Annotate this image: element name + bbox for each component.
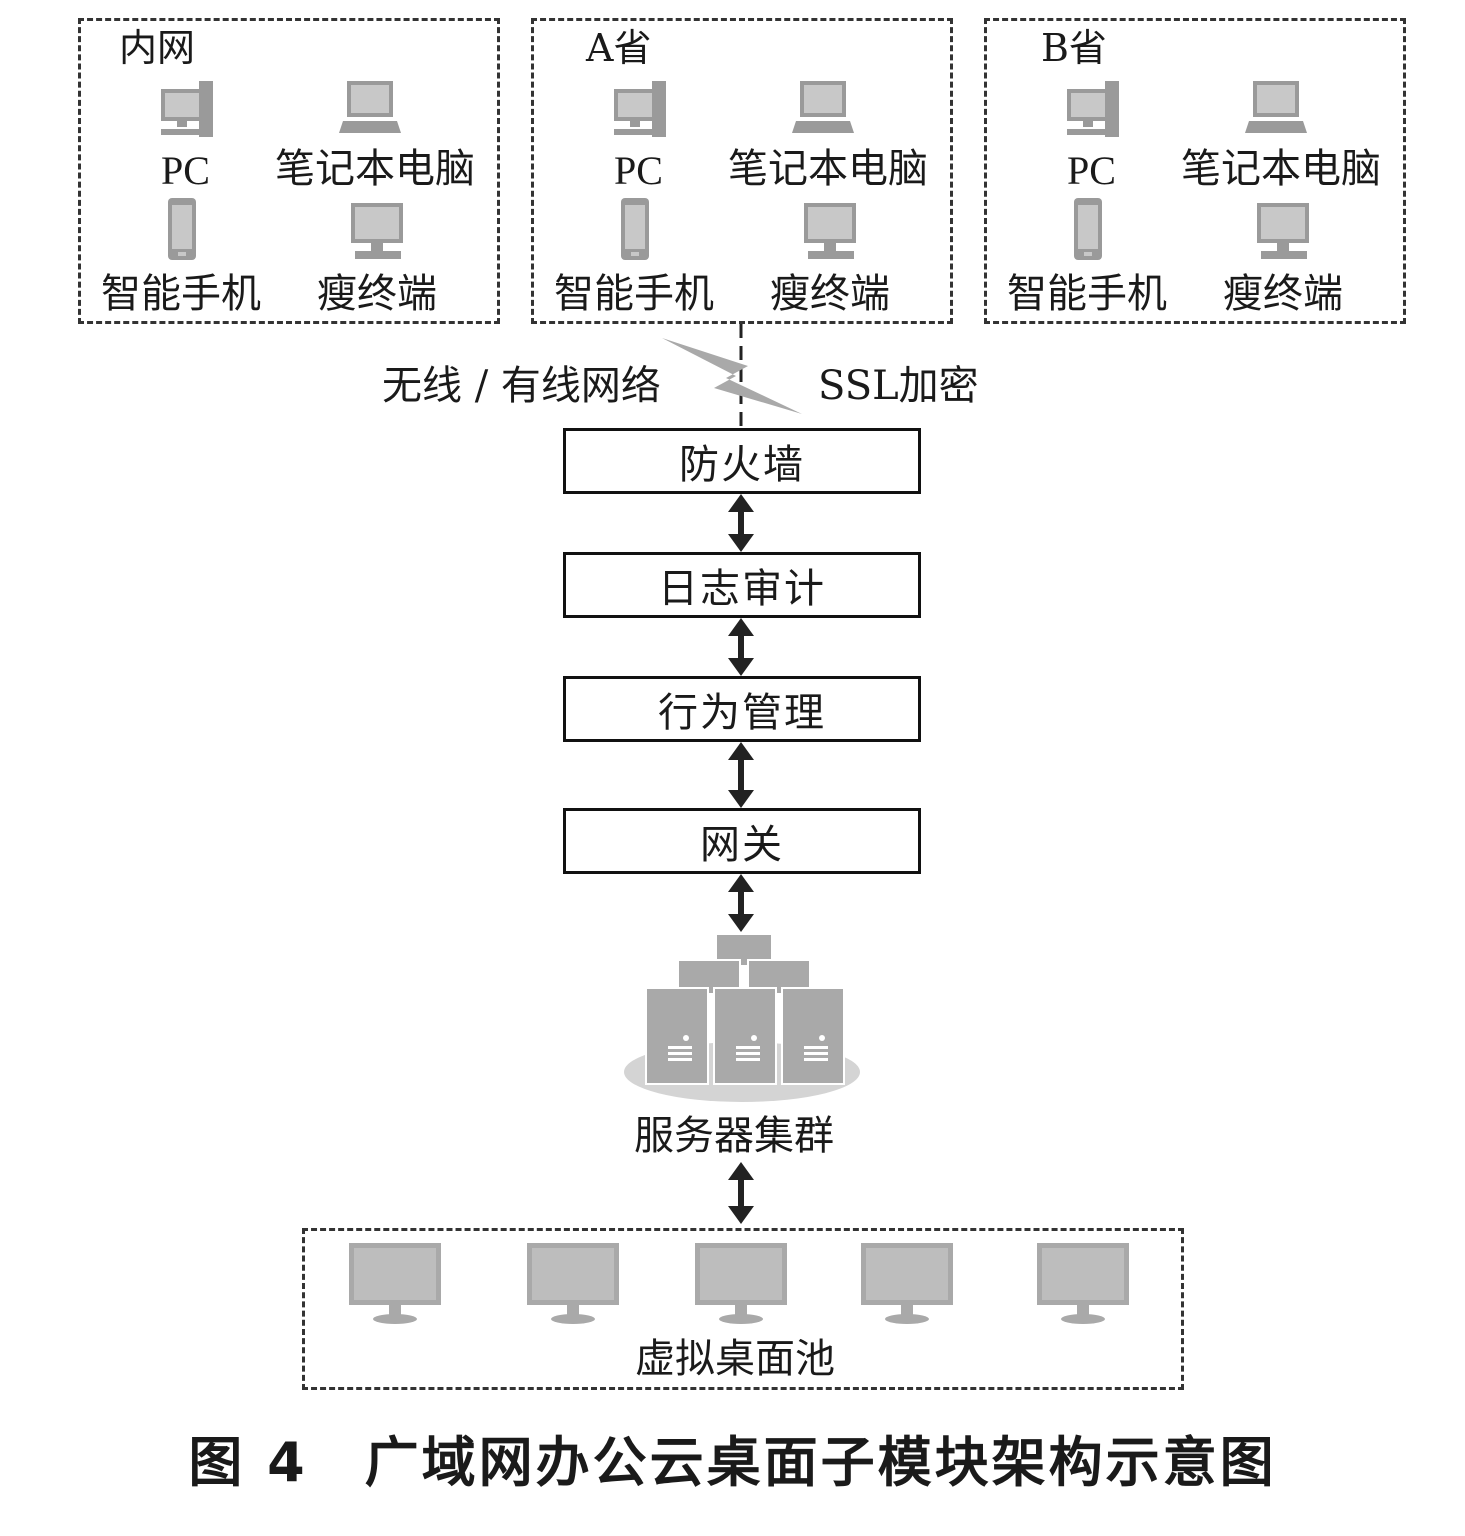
zone-title: A省 xyxy=(586,26,652,70)
smartphone-label: 智能手机 xyxy=(554,271,714,317)
virtual-desktop-pool: 虚拟桌面池 xyxy=(302,1228,1184,1390)
monitor-icon xyxy=(695,1243,787,1324)
smartphone-icon xyxy=(621,198,649,260)
zone-province-b: B省 PC 笔记本电脑 智能手机 瘦终端 xyxy=(984,18,1406,324)
zone-title: 内网 xyxy=(119,26,196,70)
firewall-box: 防火墙 xyxy=(563,428,921,494)
ssl-encryption-label: SSL加密 xyxy=(818,363,979,409)
laptop-icon xyxy=(1245,81,1307,133)
pc-label: PC xyxy=(614,148,663,193)
laptop-label: 笔记本电脑 xyxy=(728,146,928,192)
figure-caption: 图 4 广域网办公云桌面子模块架构示意图 xyxy=(188,1431,1277,1494)
thin-client-label: 瘦终端 xyxy=(770,271,890,317)
lightning-icon xyxy=(662,338,802,414)
laptop-label: 笔记本电脑 xyxy=(275,146,475,192)
thin-client-icon xyxy=(804,203,856,259)
log-audit-box: 日志审计 xyxy=(563,552,921,618)
laptop-label: 笔记本电脑 xyxy=(1181,146,1381,192)
double-arrow-icon xyxy=(728,618,754,676)
network-type-label: 无线 / 有线网络 xyxy=(382,363,661,409)
thin-client-label: 瘦终端 xyxy=(1223,271,1343,317)
pc-icon xyxy=(614,81,666,137)
smartphone-icon xyxy=(1074,198,1102,260)
thin-client-label: 瘦终端 xyxy=(317,271,437,317)
smartphone-label: 智能手机 xyxy=(101,271,261,317)
server-cluster-icon xyxy=(624,933,860,1102)
thin-client-icon xyxy=(351,203,403,259)
monitor-icon xyxy=(349,1243,441,1324)
gateway-box: 网关 xyxy=(563,808,921,874)
monitor-icon xyxy=(1037,1243,1129,1324)
thin-client-icon xyxy=(1257,203,1309,259)
behavior-management-box: 行为管理 xyxy=(563,676,921,742)
zone-title: B省 xyxy=(1041,26,1107,70)
zone-intranet: 内网 PC 笔记本电脑 智能手机 瘦终端 xyxy=(78,18,500,324)
double-arrow-icon xyxy=(728,494,754,552)
pc-label: PC xyxy=(161,148,210,193)
smartphone-label: 智能手机 xyxy=(1007,271,1167,317)
laptop-icon xyxy=(339,81,401,133)
zone-province-a: A省 PC 笔记本电脑 智能手机 瘦终端 xyxy=(531,18,953,324)
server-cluster-label: 服务器集群 xyxy=(634,1113,834,1159)
laptop-icon xyxy=(792,81,854,133)
monitor-icon xyxy=(861,1243,953,1324)
pc-label: PC xyxy=(1067,148,1116,193)
network-link xyxy=(662,324,802,428)
pc-icon xyxy=(1067,81,1119,137)
double-arrow-icon xyxy=(728,1162,754,1224)
double-arrow-icon xyxy=(728,874,754,932)
smartphone-icon xyxy=(168,198,196,260)
virtual-desktop-pool-label: 虚拟桌面池 xyxy=(635,1336,835,1382)
monitor-icon xyxy=(527,1243,619,1324)
double-arrow-icon xyxy=(728,742,754,808)
pc-icon xyxy=(161,81,213,137)
